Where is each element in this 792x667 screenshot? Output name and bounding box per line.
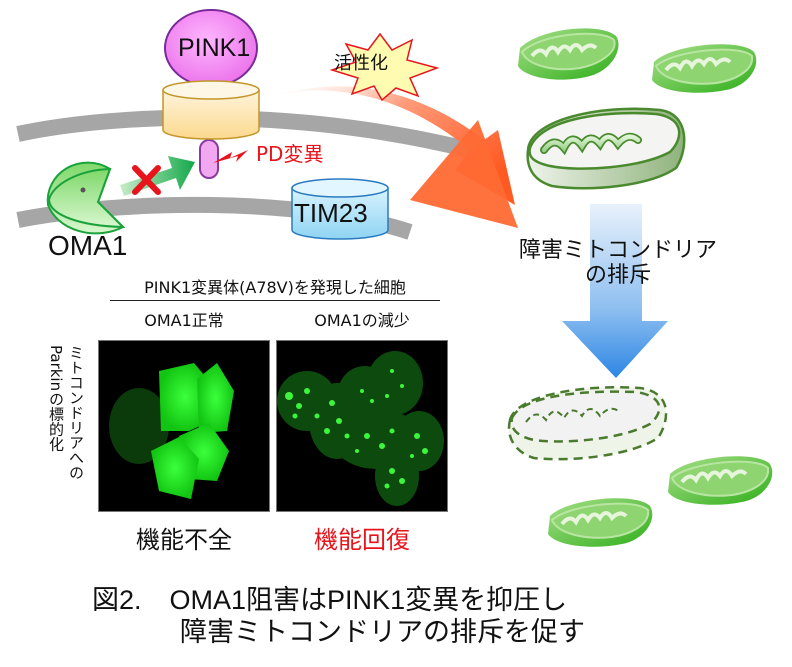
- expulsion-label: 障害ミトコンドリア の排斥: [518, 238, 718, 289]
- tim23-label: TIM23: [294, 198, 368, 228]
- caption-line2: 障害ミトコンドリアの排斥を促す: [180, 616, 585, 647]
- result-label-normal: 機能不全: [136, 526, 232, 554]
- y-axis-label-line1: ミトコンドリアへの: [67, 345, 85, 480]
- pink1-label: PINK1: [178, 34, 251, 62]
- tim23-cylinder: [291, 187, 389, 240]
- micrograph-title: PINK1変異体(A78V)を発現した細胞: [110, 280, 440, 301]
- blocked-x-icon: [132, 165, 161, 195]
- micrograph-image-normal: [109, 363, 234, 499]
- figure-number: 図2.: [92, 585, 142, 615]
- micrograph-image-reduced: [277, 351, 444, 506]
- mitochondrion-healthy-4: [548, 498, 653, 547]
- figure-caption: 図2. OMA1阻害はPINK1変異を抑圧し 障害ミトコンドリアの排斥を促す: [92, 585, 585, 649]
- tom-cylinder: [162, 89, 260, 140]
- mitochondrion-removed: [507, 386, 668, 461]
- result-label-reduced: 機能回復: [314, 526, 410, 554]
- activation-label: 活性化: [334, 53, 388, 74]
- caption-line1: OMA1阻害はPINK1変異を抑圧し: [169, 585, 568, 615]
- mitochondrion-healthy-3: [668, 456, 773, 505]
- activation-starburst: [329, 32, 440, 102]
- expulsion-label-line2: の排斥: [584, 263, 651, 289]
- mutation-bolt-icon: [213, 150, 248, 163]
- expulsion-label-line1: 障害ミトコンドリア: [518, 238, 717, 263]
- oma1-eye: [80, 187, 86, 193]
- mitochondrion-healthy-1: [518, 28, 619, 80]
- pink1-tail: [199, 139, 219, 179]
- mitochondrion-healthy-2: [652, 44, 757, 93]
- y-axis-label: ミトコンドリアへの Parkinの標的化: [30, 345, 86, 515]
- oma1-label: OMA1: [48, 230, 128, 261]
- pd-mutation-label: PD変異: [256, 142, 324, 166]
- parkin-puncta: [285, 369, 428, 489]
- panel-header-normal: OMA1正常: [144, 311, 224, 330]
- expulsion-arrow: [562, 204, 668, 378]
- y-axis-label-line2: Parkinの標的化: [47, 345, 65, 452]
- mitochondrion-damaged: [526, 107, 686, 190]
- panel-header-reduced: OMA1の減少: [314, 311, 410, 330]
- micrograph-panel-normal: [98, 340, 270, 512]
- micrograph-panel-reduced: [276, 340, 448, 512]
